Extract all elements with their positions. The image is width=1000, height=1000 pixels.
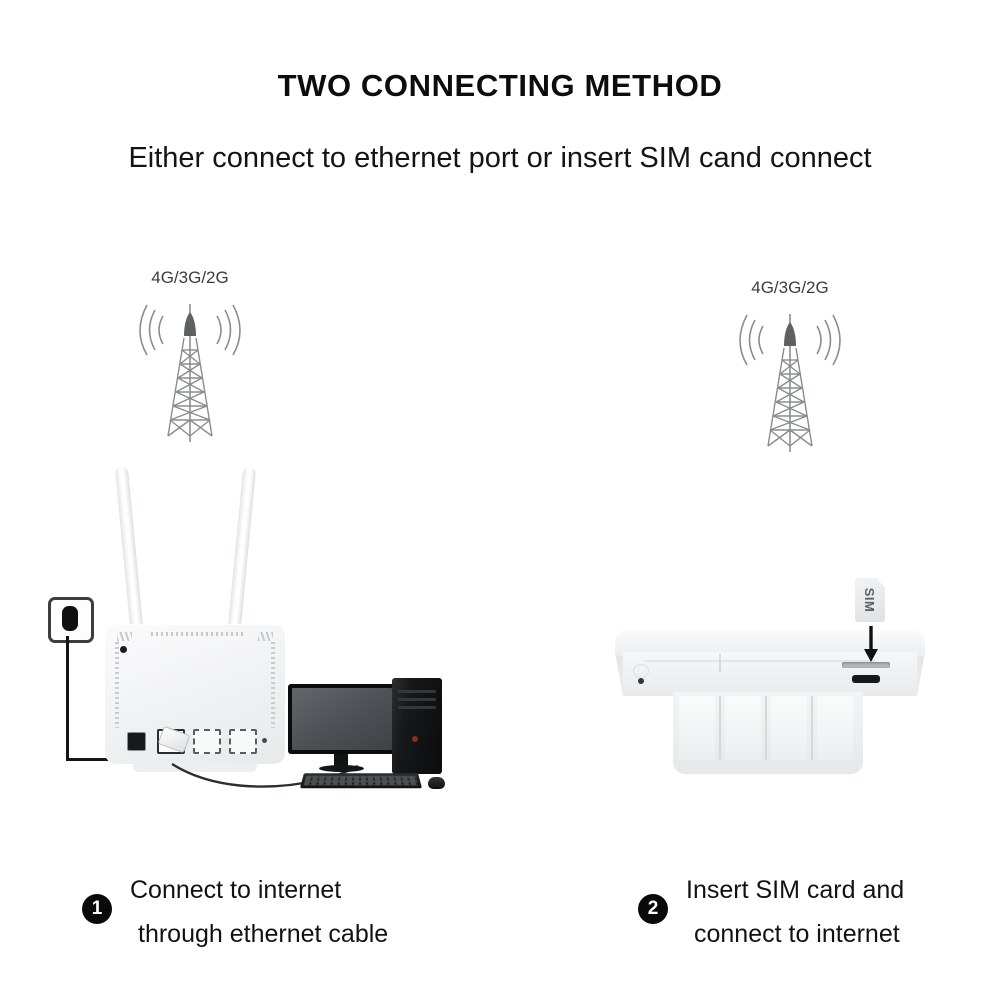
cell-tower-icon xyxy=(139,304,241,442)
page-subtitle: Either connect to ethernet port or inser… xyxy=(128,142,872,174)
caption-text-2: Insert SIM card and connect to internet xyxy=(686,868,904,956)
router-led-indicator xyxy=(262,738,267,743)
rj45-lan-port-2 xyxy=(229,729,257,754)
router-groove-line xyxy=(645,660,875,662)
router-antenna-left xyxy=(114,466,144,637)
caption-2-line-1: Insert SIM card and xyxy=(686,876,905,904)
sim-card-slot xyxy=(842,662,890,668)
power-jack-port xyxy=(127,732,146,751)
caption-1-line-1: Connect to internet xyxy=(130,876,342,904)
router-vent-side-left xyxy=(115,642,119,728)
router-seam-line xyxy=(719,654,721,672)
sim-card-label: SIM xyxy=(862,587,878,613)
power-plug-icon xyxy=(62,606,78,631)
router-fin-gap xyxy=(817,696,853,760)
step-number-badge-2: 2 xyxy=(638,894,668,924)
router-vent-side-right xyxy=(271,642,275,728)
tower-label-right: 4G/3G/2G xyxy=(751,278,829,297)
router-stand xyxy=(133,762,257,772)
wifi-router-front xyxy=(105,466,285,776)
power-cable-horizontal xyxy=(66,758,131,761)
caption-1-line-2: through ethernet cable xyxy=(138,920,389,948)
router-vent-top xyxy=(151,632,243,636)
desktop-computer xyxy=(288,678,458,806)
router-front-face xyxy=(623,652,917,696)
keyboard-keys xyxy=(303,775,419,786)
rj45-lan-port-1 xyxy=(193,729,221,754)
router-fin-gap xyxy=(679,696,715,760)
monitor-stand-base xyxy=(319,765,364,772)
router-fin xyxy=(811,696,813,760)
router-vent-corner-right xyxy=(258,632,273,641)
router-fin-gap xyxy=(771,696,807,760)
cell-tower-icon xyxy=(739,314,841,452)
monitor-stand-neck xyxy=(334,754,348,768)
router-reset-button xyxy=(120,646,127,653)
micro-usb-port xyxy=(852,675,880,683)
step-number-badge-1: 1 xyxy=(82,894,112,924)
monitor xyxy=(288,684,396,754)
tower-drive-bay xyxy=(398,690,436,693)
monitor-screen-surface xyxy=(292,688,392,750)
router-antenna-right xyxy=(227,466,257,637)
tower-power-led xyxy=(412,736,418,742)
router-fin xyxy=(719,696,721,760)
router-fin xyxy=(765,696,767,760)
caption-text-1: Connect to internet through ethernet cab… xyxy=(130,868,388,956)
router-fin-gap xyxy=(725,696,761,760)
tower-drive-bay xyxy=(398,706,436,709)
keyboard xyxy=(299,773,423,789)
tower-drive-bay xyxy=(398,698,436,701)
router-reset-pinhole xyxy=(638,678,644,684)
power-cable-vertical xyxy=(66,636,69,761)
sim-card: SIM xyxy=(855,578,885,622)
router-vent-corner-left xyxy=(117,632,132,641)
wifi-router-side xyxy=(615,630,925,790)
computer-tower-case xyxy=(392,678,442,774)
router-fin-block xyxy=(673,692,863,774)
mouse xyxy=(428,777,445,789)
router-port-row xyxy=(127,727,267,754)
router-indicator-ring xyxy=(633,664,649,678)
page-title: TWO CONNECTING METHOD xyxy=(277,68,723,103)
wall-power-outlet xyxy=(48,597,94,643)
caption-2-line-2: connect to internet xyxy=(694,920,900,948)
cell-tower-right: 4G/3G/2G xyxy=(710,278,870,458)
tower-label-left: 4G/3G/2G xyxy=(151,268,229,287)
insert-arrow-icon xyxy=(864,626,878,662)
cell-tower-left: 4G/3G/2G xyxy=(110,268,270,448)
